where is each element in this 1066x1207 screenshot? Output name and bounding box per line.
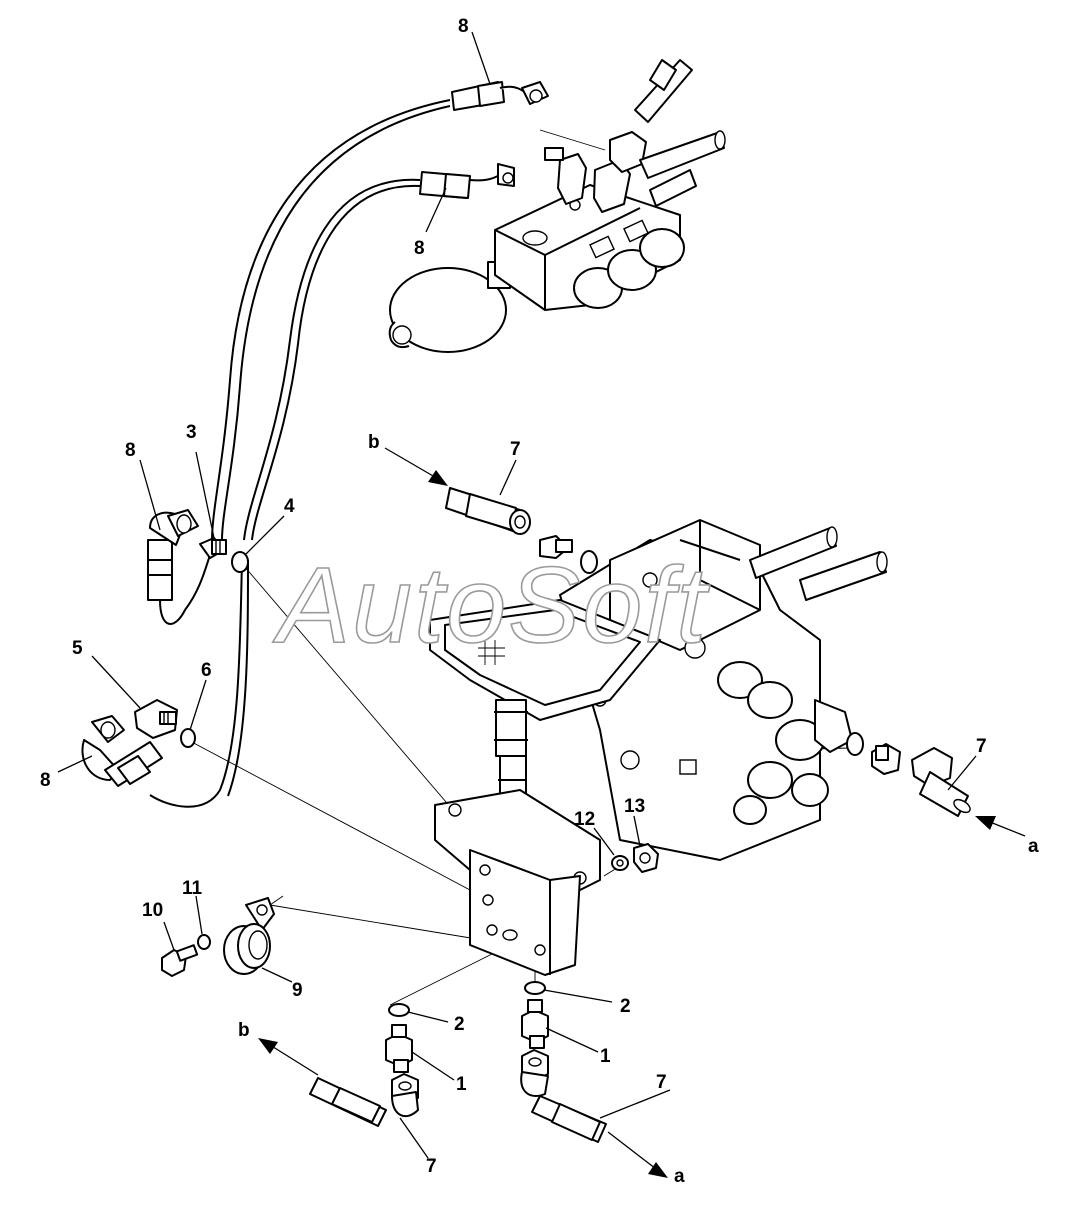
lever-bracket <box>429 599 661 721</box>
adapter-3 <box>199 537 227 559</box>
callout-13: 13 <box>624 796 645 817</box>
leader-lines <box>57 31 977 1159</box>
callout-1-left: 1 <box>456 1074 467 1095</box>
clamp-9 <box>223 897 275 975</box>
callout-b-bottom: b <box>238 1020 250 1041</box>
callout-7-top: 7 <box>510 439 521 460</box>
callout-7-bottom-left: 7 <box>426 1156 437 1177</box>
accumulator <box>389 267 507 353</box>
callout-8-top: 8 <box>458 16 469 37</box>
callout-1-right: 1 <box>600 1046 611 1067</box>
adapter-right <box>871 743 901 775</box>
fitting-7-top <box>445 487 531 535</box>
callout-a-right: a <box>1028 836 1039 857</box>
upper-solenoid-valve-block <box>388 59 726 353</box>
callout-8-left-elbow: 8 <box>125 440 136 461</box>
callout-4: 4 <box>284 496 295 517</box>
callout-7-right: 7 <box>976 736 987 757</box>
callout-11: 11 <box>182 878 203 899</box>
elbow-7-bottom-left <box>309 1073 419 1127</box>
elbow-7-bottom-right <box>520 1049 607 1143</box>
callout-8-lower-elbow: 8 <box>40 770 51 791</box>
o-ring-2-right <box>524 981 546 995</box>
elbow-5 <box>134 699 178 739</box>
o-ring-top <box>580 550 598 574</box>
o-ring-6 <box>180 728 196 748</box>
pilot-valve-body <box>434 789 601 976</box>
callout-7-bottom-right: 7 <box>656 1072 667 1093</box>
adapter-1-right <box>521 999 549 1049</box>
callout-5: 5 <box>72 638 83 659</box>
callout-9: 9 <box>292 980 303 1001</box>
flow-arrow-b-top <box>384 447 441 481</box>
adapter-top <box>539 535 573 559</box>
hose-assembly-long <box>149 81 549 808</box>
o-ring-right <box>846 732 864 756</box>
flow-arrow-a-bottom <box>607 1131 661 1173</box>
callout-3: 3 <box>186 422 197 443</box>
callout-10: 10 <box>142 900 163 921</box>
callout-2-left: 2 <box>454 1014 465 1035</box>
callout-6: 6 <box>201 660 212 681</box>
o-ring-4 <box>231 551 249 573</box>
callout-a-bottom: a <box>674 1166 685 1187</box>
washer-11 <box>197 934 211 950</box>
bolt-10 <box>161 944 199 977</box>
main-control-valve <box>559 519 888 861</box>
fitting-7-right <box>911 747 971 817</box>
elbow-hose-8-left <box>147 509 211 625</box>
callout-2-right: 2 <box>620 996 631 1017</box>
callout-b-top: b <box>368 432 380 453</box>
adapter-1-left <box>385 1024 413 1073</box>
elbow-hose-8-lower <box>81 715 163 787</box>
o-ring-2-left <box>388 1003 410 1017</box>
callout-labels: 8 8 8 8 3 4 5 6 7 7 7 7 12 13 10 11 9 2 … <box>40 16 1039 1187</box>
solenoid-coil-3 <box>639 228 685 268</box>
callout-8-upper-hose: 8 <box>414 238 425 259</box>
callout-12: 12 <box>574 809 595 830</box>
watermark-text: AutoSoft <box>272 544 710 665</box>
